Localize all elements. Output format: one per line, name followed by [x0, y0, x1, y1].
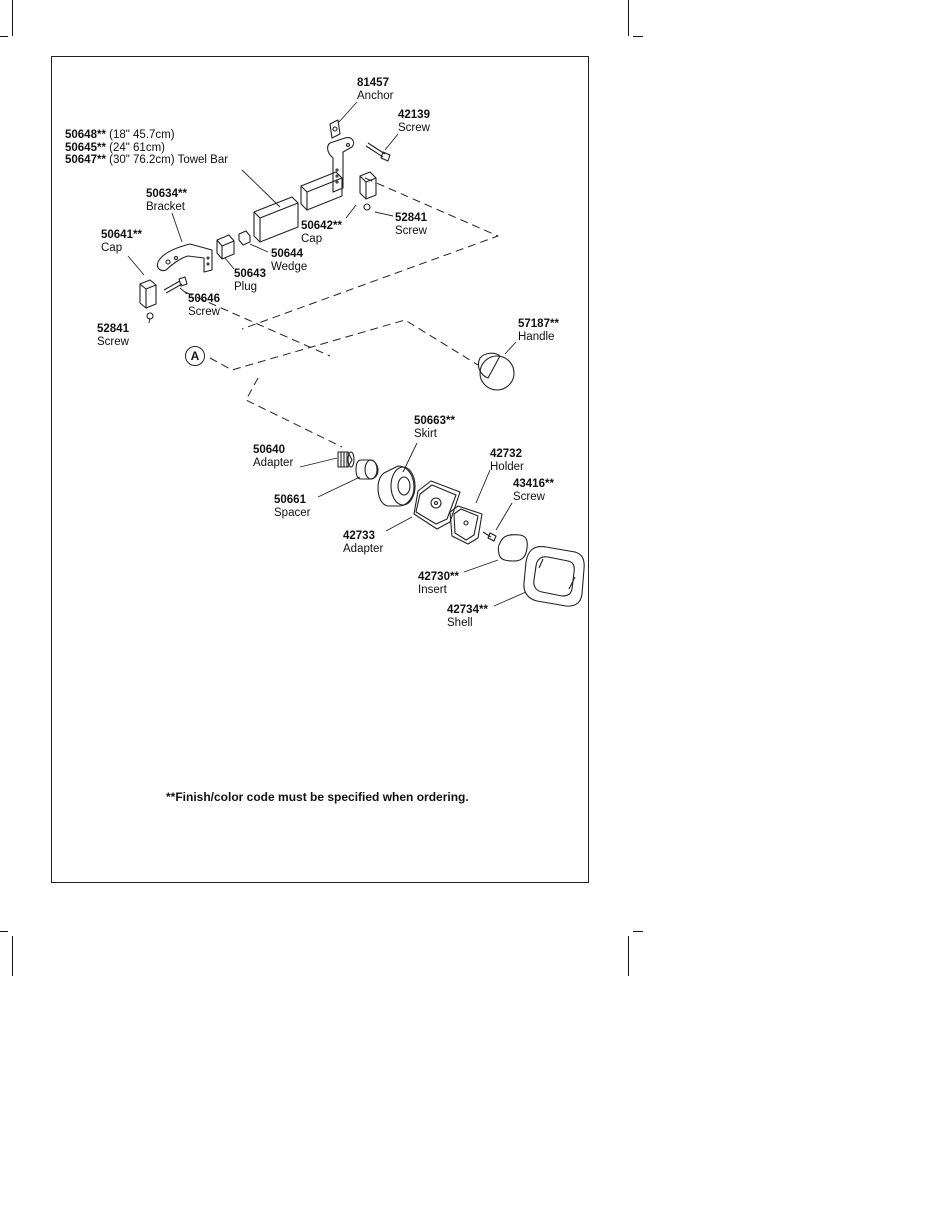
part-name: Cap	[101, 241, 123, 254]
part-number: 42732	[490, 448, 522, 460]
towel-bar-part	[253, 171, 343, 243]
part-number: 50646	[188, 293, 220, 305]
part-name: Screw	[395, 224, 427, 237]
part-number: 42139	[398, 109, 430, 121]
skirt-part	[377, 465, 416, 507]
part-name: Adapter	[253, 456, 294, 469]
part-name: Insert	[418, 583, 447, 596]
part-number: 50663**	[414, 415, 455, 427]
part-number: 81457	[357, 77, 389, 89]
part-name: Anchor	[357, 89, 394, 102]
adapter-50640-part	[337, 451, 355, 468]
label-50642-cap: 50642** Cap	[301, 220, 342, 245]
label-57187-handle: 57187** Handle	[518, 318, 559, 343]
label-towel-bar: 50648** (18" 45.7cm) 50645** (24" 61cm) …	[65, 129, 228, 167]
part-name: Screw	[513, 490, 545, 503]
label-50644-wedge: 50644 Wedge	[271, 248, 307, 273]
label-50643-plug: 50643 Plug	[234, 268, 266, 293]
label-43416-screw: 43416** Screw	[513, 478, 554, 503]
part-number: 50641**	[101, 229, 142, 241]
crop-mark	[628, 0, 629, 36]
label-50661-spacer: 50661 Spacer	[274, 494, 310, 519]
part-number: 50645**	[65, 141, 106, 154]
handle-part	[477, 352, 515, 391]
part-number: 52841	[395, 212, 427, 224]
part-name: Adapter	[343, 542, 384, 555]
crop-mark	[12, 936, 13, 976]
label-52841-screw-right: 52841 Screw	[395, 212, 427, 237]
crop-mark	[633, 36, 643, 37]
label-42733-adapter: 42733 Adapter	[343, 530, 383, 555]
crop-mark	[0, 36, 8, 37]
assembly-dash-lines	[184, 177, 499, 448]
part-size: (18" 45.7cm)	[109, 129, 175, 141]
part-number: 50648**	[65, 129, 106, 141]
adapter-42733-part	[413, 480, 461, 530]
label-42732-holder: 42732 Holder	[490, 448, 524, 473]
cap-50642-part	[359, 171, 377, 200]
part-number: 42733	[343, 530, 375, 542]
right-bracket-part	[327, 137, 355, 193]
part-number: 50642**	[301, 220, 342, 232]
screw-43416-part	[482, 531, 497, 542]
part-number: 43416**	[513, 478, 554, 490]
part-number: 50661	[274, 494, 306, 506]
part-number: 42730**	[418, 571, 459, 583]
part-name: Spacer	[274, 506, 311, 519]
part-name: Skirt	[414, 427, 437, 440]
anchor-part	[329, 119, 341, 139]
part-size: (24" 61cm)	[109, 141, 165, 154]
screw-52841-left-part	[146, 312, 154, 320]
label-50663-skirt: 50663** Skirt	[414, 415, 455, 440]
part-name: Screw	[188, 305, 220, 318]
wedge-part	[238, 230, 251, 246]
part-name: Holder	[490, 460, 524, 473]
label-50634-bracket: 50634** Bracket	[146, 188, 187, 213]
part-name: Plug	[234, 280, 258, 293]
label-42730-insert: 42730** Insert	[418, 571, 459, 596]
label-50641-cap: 50641** Cap	[101, 229, 142, 254]
crop-mark	[12, 0, 13, 36]
part-name: Screw	[97, 335, 129, 348]
part-name: Screw	[398, 121, 430, 134]
part-name: Handle	[518, 330, 555, 343]
label-50640-adapter: 50640 Adapter	[253, 444, 293, 469]
label-42734-shell: 42734** Shell	[447, 604, 488, 629]
part-name: Bracket	[146, 200, 185, 213]
screw-42139-part	[365, 142, 391, 162]
part-number: 50640	[253, 444, 285, 456]
part-number: 50643	[234, 268, 266, 280]
part-size: (30" 76.2cm) Towel Bar	[109, 154, 229, 166]
spacer-part	[355, 459, 379, 480]
leader-lines	[127, 101, 527, 607]
plug-part	[216, 234, 235, 260]
cap-50641-part	[139, 279, 157, 309]
screw-52841-right-part	[363, 203, 371, 211]
crop-mark	[633, 931, 643, 932]
part-number: 52841	[97, 323, 129, 335]
part-number: 50647**	[65, 154, 106, 166]
holder-part	[449, 505, 483, 545]
screw-50646-part	[163, 276, 188, 294]
part-number: 42734**	[447, 604, 488, 616]
part-name: Wedge	[271, 260, 308, 273]
reference-marker-a: A	[185, 346, 205, 366]
part-number: 50644	[271, 248, 303, 260]
label-52841-screw-left: 52841 Screw	[97, 323, 129, 348]
ordering-note: **Finish/color code must be specified wh…	[166, 790, 469, 804]
shell-part	[523, 546, 585, 607]
insert-part	[497, 534, 528, 562]
part-number: 57187**	[518, 318, 559, 330]
crop-mark	[628, 936, 629, 976]
label-42139-screw: 42139 Screw	[398, 109, 430, 134]
part-name: Shell	[447, 616, 473, 629]
label-50646-screw: 50646 Screw	[188, 293, 220, 318]
crop-mark	[0, 931, 8, 932]
diagram-frame	[51, 56, 589, 883]
left-bracket-part	[156, 243, 213, 273]
part-number: 50634**	[146, 188, 187, 200]
part-name: Cap	[301, 232, 323, 245]
label-81457-anchor: 81457 Anchor	[357, 77, 393, 102]
